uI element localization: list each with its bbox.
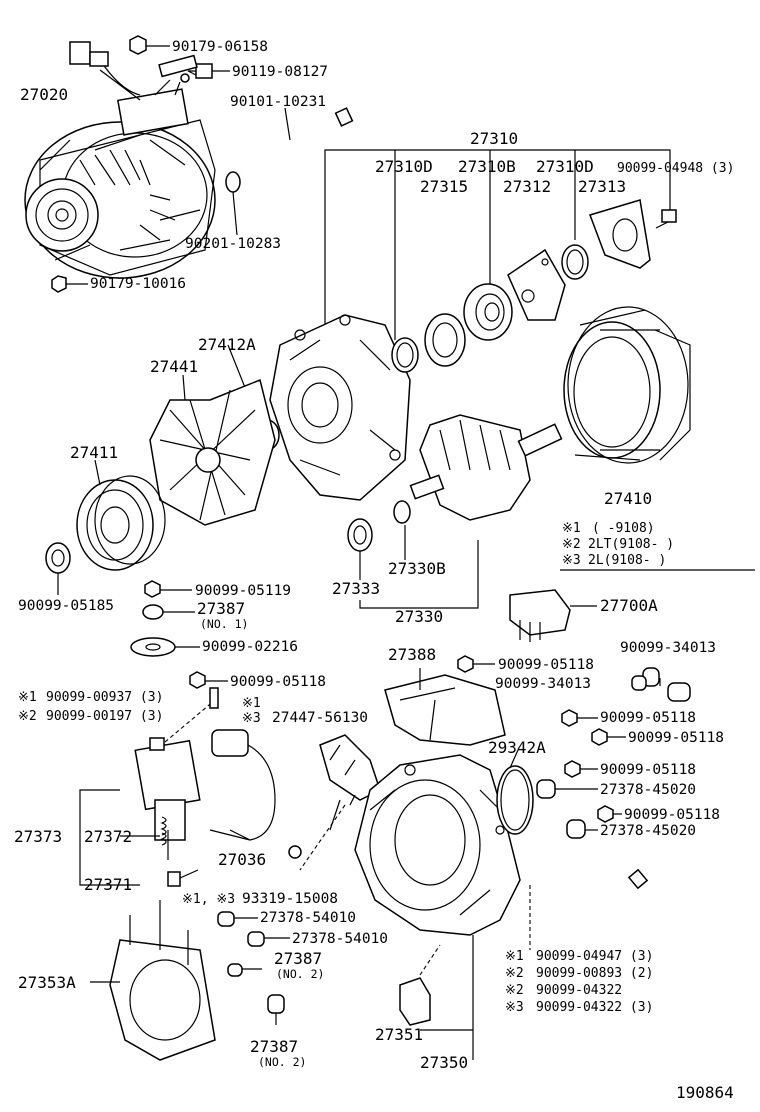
label-27387-no2-b: 27387 xyxy=(250,1037,298,1056)
bushings-bottom-middle xyxy=(217,911,290,1025)
label-90101-10231: 90101-10231 xyxy=(230,94,326,110)
mark-1-a: ※1 xyxy=(18,690,37,705)
bracket-27310 xyxy=(324,149,671,340)
label-93319-15008: 93319-15008 xyxy=(242,891,338,907)
legend-text-2: 2LT(9108- ) xyxy=(588,537,674,552)
label-90099-34013-b: 90099-34013 xyxy=(495,676,591,692)
label-90099-05185: 90099-05185 xyxy=(18,598,114,614)
label-90099-05118-f: 90099-05118 xyxy=(624,807,720,823)
bearing-seal-row xyxy=(391,199,677,373)
label-27312: 27312 xyxy=(503,177,551,196)
label-27378-54010-b: 27378-54010 xyxy=(292,931,388,947)
label-27378-45020-a: 27378-45020 xyxy=(600,782,696,798)
label-27388: 27388 xyxy=(388,645,436,664)
label-27411: 27411 xyxy=(70,443,118,462)
cover-27388-illustration xyxy=(384,668,506,746)
fan-pulley-illustration xyxy=(45,344,280,595)
mark-2-b: ※2 xyxy=(505,966,524,981)
rotor-illustration xyxy=(347,414,563,609)
label-90201-10283: 90201-10283 xyxy=(185,236,281,252)
legend-text-1: ( -9108) xyxy=(592,521,655,536)
hardware-top-left xyxy=(51,35,354,293)
label-90099-04322-a: 90099-04322 xyxy=(536,983,622,998)
alternator-assembly-illustration xyxy=(24,41,216,279)
label-27387-no2-a-note: (NO. 2) xyxy=(276,967,324,981)
label-90179-06158: 90179-06158 xyxy=(172,39,268,55)
regulator-27700A-illustration xyxy=(509,589,597,642)
legend-mark-1: ※1 xyxy=(562,521,581,536)
label-90099-05118-c: 90099-05118 xyxy=(600,710,696,726)
label-90099-05118-b: 90099-05118 xyxy=(230,674,326,690)
label-90099-05118-d: 90099-05118 xyxy=(628,730,724,746)
figure-id: 190864 xyxy=(676,1083,734,1102)
label-90099-34013-a: 90099-34013 xyxy=(620,640,716,656)
rear-end-frame-illustration xyxy=(354,749,534,1060)
label-27036: 27036 xyxy=(218,850,266,869)
mark-1-3: ※1, ※3 xyxy=(182,892,235,907)
label-27441: 27441 xyxy=(150,357,198,376)
label-27330B: 27330B xyxy=(388,559,446,578)
legend-mark-2: ※2 xyxy=(562,537,581,552)
stator-illustration xyxy=(563,306,691,464)
label-27351: 27351 xyxy=(375,1025,423,1044)
label-27410: 27410 xyxy=(604,489,652,508)
bushings-right xyxy=(457,655,691,839)
label-27387-no2-a: 27387 xyxy=(274,949,322,968)
drive-end-frame-illustration xyxy=(269,314,411,501)
label-90099-04948: 90099-04948 (3) xyxy=(617,161,734,176)
legend-mark-3: ※3 xyxy=(562,553,581,568)
bushing-27351-illustration xyxy=(399,944,441,1026)
label-27353A: 27353A xyxy=(18,973,76,992)
label-90099-02216: 90099-02216 xyxy=(202,639,298,655)
mark-1-c: ※1 xyxy=(505,949,524,964)
label-27020: 27020 xyxy=(20,85,68,104)
label-27387-no2-b-note: (NO. 2) xyxy=(258,1055,306,1069)
legend-text-3: 2L(9108- ) xyxy=(588,553,666,568)
label-29342A: 29342A xyxy=(488,738,546,757)
mark-3-b: ※3 xyxy=(505,1000,524,1015)
label-27310D-b: 27310D xyxy=(536,157,594,176)
label-27333: 27333 xyxy=(332,579,380,598)
washers-middle-left xyxy=(130,580,228,689)
label-90099-04322-b: 90099-04322 (3) xyxy=(536,1000,653,1015)
label-27313: 27313 xyxy=(578,177,626,196)
label-27412A: 27412A xyxy=(198,335,256,354)
label-27330: 27330 xyxy=(395,607,443,626)
label-27387-no1-note: (NO. 1) xyxy=(200,617,248,631)
label-90099-00893: 90099-00893 (2) xyxy=(536,966,653,981)
label-90099-00197: 90099-00197 (3) xyxy=(46,709,163,724)
part-labels: 27020 90179-06158 90119-08127 90101-1023… xyxy=(14,39,734,1102)
label-27310B: 27310B xyxy=(458,157,516,176)
label-90119-08127: 90119-08127 xyxy=(232,64,328,80)
label-27371: 27371 xyxy=(84,875,132,894)
label-90179-10016: 90179-10016 xyxy=(90,276,186,292)
mark-3-a: ※3 xyxy=(242,711,261,726)
label-27373: 27373 xyxy=(14,827,62,846)
label-27350: 27350 xyxy=(420,1053,468,1072)
label-27700A: 27700A xyxy=(600,596,658,615)
label-90099-05118-a: 90099-05118 xyxy=(498,657,594,673)
label-90099-05119: 90099-05119 xyxy=(195,583,291,599)
label-90099-00937: 90099-00937 (3) xyxy=(46,690,163,705)
label-27310D-a: 27310D xyxy=(375,157,433,176)
label-27378-54010-a: 27378-54010 xyxy=(260,910,356,926)
label-90099-05118-e: 90099-05118 xyxy=(600,762,696,778)
label-90099-04947: 90099-04947 (3) xyxy=(536,949,653,964)
label-27378-45020-b: 27378-45020 xyxy=(600,823,696,839)
through-bolt-illustration xyxy=(529,868,649,956)
label-27372: 27372 xyxy=(84,827,132,846)
regulator-brush-holder xyxy=(79,687,276,887)
label-27447-56130: 27447-56130 xyxy=(272,710,368,726)
mark-2-a: ※2 xyxy=(18,709,37,724)
holder-27353A-illustration xyxy=(90,900,216,1061)
label-27310: 27310 xyxy=(470,129,518,148)
mark-2-c: ※2 xyxy=(505,983,524,998)
plate-27447-illustration xyxy=(288,734,381,871)
label-27315: 27315 xyxy=(420,177,468,196)
mark-1-b: ※1 xyxy=(242,696,261,711)
label-27387-no1: 27387 xyxy=(197,599,245,618)
